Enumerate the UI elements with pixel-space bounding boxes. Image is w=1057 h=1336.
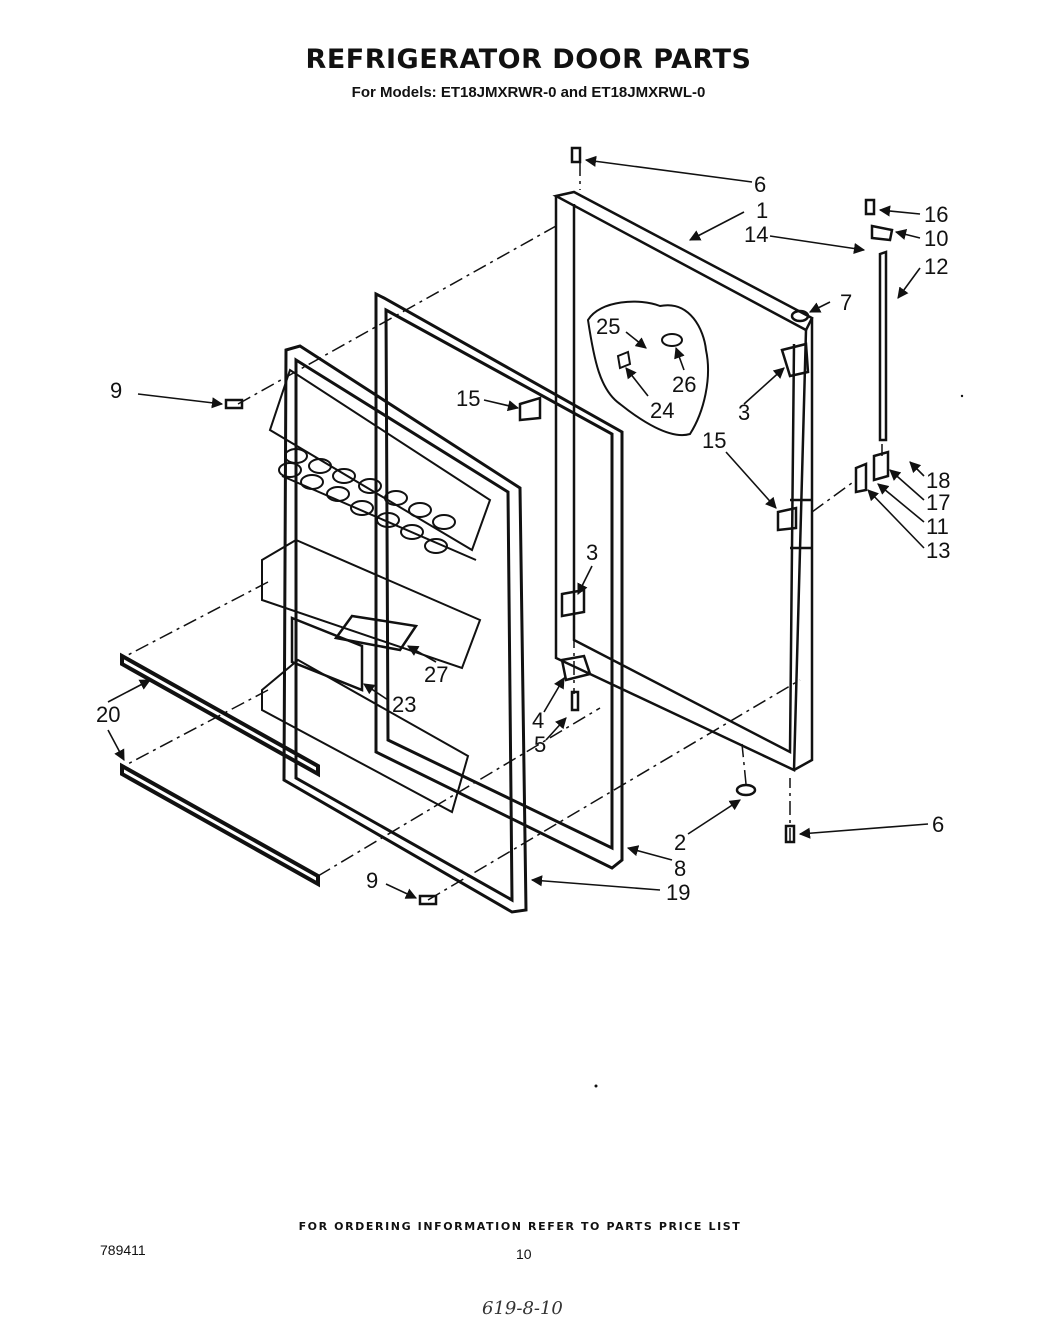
callout-label: 9	[366, 868, 378, 893]
callout-label: 25	[596, 314, 620, 339]
callout-label: 19	[666, 880, 690, 905]
callout-label: 15	[456, 386, 480, 411]
hinge-hardware	[224, 146, 894, 906]
callout-label: 18	[926, 468, 950, 493]
callout-label: 3	[738, 400, 750, 425]
callout-label: 6	[932, 812, 944, 837]
shelf-bars	[120, 652, 320, 888]
part-number: 789411	[100, 1242, 146, 1258]
egg-tray	[278, 448, 456, 554]
handwritten-note: 619-8-10	[482, 1298, 563, 1319]
leader-arrows	[107, 155, 929, 899]
page-number: 10	[516, 1246, 532, 1262]
cutaway-detail	[586, 300, 709, 437]
scan-specks	[594, 394, 964, 1088]
callout-label: 20	[96, 702, 120, 727]
ordering-note: FOR ORDERING INFORMATION REFER TO PARTS …	[298, 1220, 742, 1233]
callout-label: 10	[924, 226, 948, 251]
callout-label: 5	[534, 732, 546, 757]
callout-label: 27	[424, 662, 448, 687]
callout-label: 4	[532, 708, 544, 733]
page-title: REFRIGERATOR DOOR PARTS	[305, 44, 752, 75]
callout-label: 12	[924, 254, 948, 279]
callout-label: 1	[756, 198, 768, 223]
callout-label: 15	[702, 428, 726, 453]
callout-label: 17	[926, 490, 950, 515]
model-subtitle: For Models: ET18JMXRWR-0 and ET18JMXRWL-…	[351, 84, 706, 101]
dairy-compartment-door	[290, 614, 419, 692]
alignment-lines	[123, 162, 883, 901]
callout-label: 9	[110, 378, 122, 403]
callout-label: 7	[840, 290, 852, 315]
outer-door-panel	[552, 190, 814, 772]
callout-label: 8	[674, 856, 686, 881]
callout-label: 2	[674, 830, 686, 855]
door-gasket-frame	[374, 291, 624, 870]
callout-label: 11	[926, 514, 949, 539]
callout-label: 6	[754, 172, 766, 197]
callout-label: 16	[924, 202, 948, 227]
callout-label: 3	[586, 540, 598, 565]
door-liner	[282, 344, 528, 914]
callout-labels: 6 1 16 14 10 12 7 25 26 9 15 24 3 15 18 …	[96, 172, 950, 905]
callout-label: 13	[926, 538, 950, 563]
callout-label: 14	[744, 222, 768, 247]
callout-label: 24	[650, 398, 674, 423]
callout-label: 26	[672, 372, 696, 397]
liner-shelves	[261, 368, 492, 814]
callout-label: 23	[392, 692, 416, 717]
